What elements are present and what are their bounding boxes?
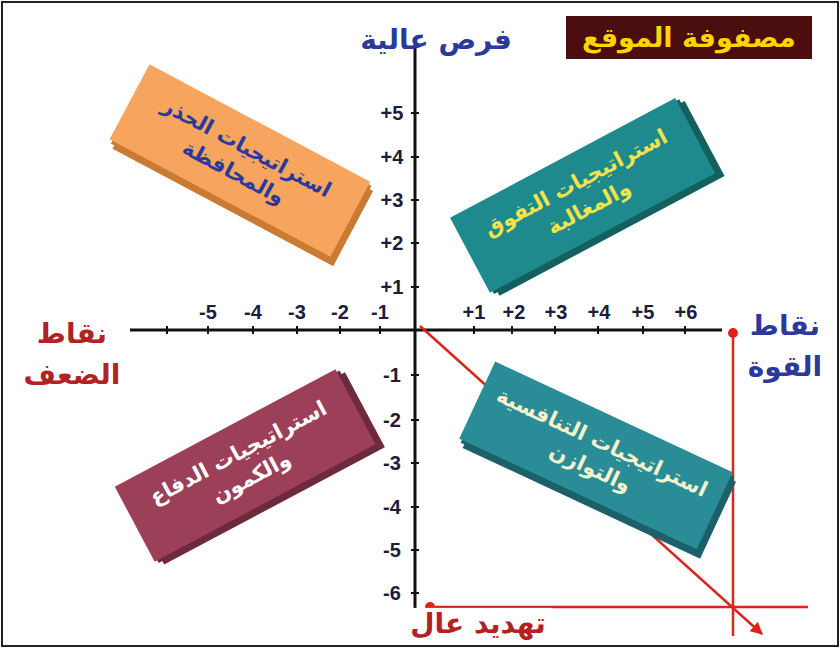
- strategy-block: استراتيجيات الحذر والمحافظة: [110, 64, 370, 256]
- axis-tick-number: -5: [199, 301, 217, 324]
- axis-tick-number: +6: [675, 301, 698, 324]
- axis-tick-number: -5: [383, 539, 401, 562]
- axis-tick-number: +1: [463, 301, 486, 324]
- axis-tick-number: +4: [381, 146, 404, 169]
- axis-tick-number: +5: [632, 301, 655, 324]
- axis-tick-number: -4: [244, 301, 262, 324]
- strength-point: [728, 328, 738, 338]
- strategy-block: استراتيجيات التنافسية والتوازن: [459, 361, 732, 548]
- axis-tick-number: -3: [383, 452, 401, 475]
- y-axis: [414, 40, 417, 616]
- axis-label: فرص عالية: [360, 20, 512, 61]
- strategy-text: استراتيجيات الدفاع والكمون: [135, 389, 354, 541]
- axis-tick-number: +3: [545, 301, 568, 324]
- axis-tick-number: +2: [381, 232, 404, 255]
- axis-tick-number: +4: [588, 301, 611, 324]
- axis-tick-number: -4: [383, 496, 401, 519]
- axis-tick-number: -1: [383, 364, 401, 387]
- strategy-block: استراتيجيات التفوق والمغالبة: [450, 98, 715, 292]
- axis-tick-number: -3: [288, 301, 306, 324]
- strategy-text: استراتيجيات التنافسية والتوازن: [480, 381, 712, 530]
- axis-tick-number: -6: [383, 582, 401, 605]
- axis-label: تهديد عال: [404, 608, 552, 640]
- axis-tick-number: +1: [381, 276, 404, 299]
- axis-tick-number: +5: [381, 102, 404, 125]
- axis-label: نقاط القوة: [741, 306, 829, 387]
- axis-tick-number: -1: [371, 301, 389, 324]
- axis-label: نقاط الضعف: [16, 314, 128, 395]
- strategy-text: استراتيجيات التفوق والمغالبة: [470, 118, 694, 273]
- axis-tick-number: -2: [331, 301, 349, 324]
- axis-tick-number: -2: [383, 409, 401, 432]
- axis-tick-number: +2: [503, 301, 526, 324]
- strategy-block: استراتيجيات الدفاع والكمون: [115, 369, 375, 561]
- matrix-title: مصفوفة الموقع: [566, 16, 812, 59]
- strategy-text: استراتيجيات الحذر والمحافظة: [130, 84, 349, 236]
- axis-tick-number: +3: [381, 189, 404, 212]
